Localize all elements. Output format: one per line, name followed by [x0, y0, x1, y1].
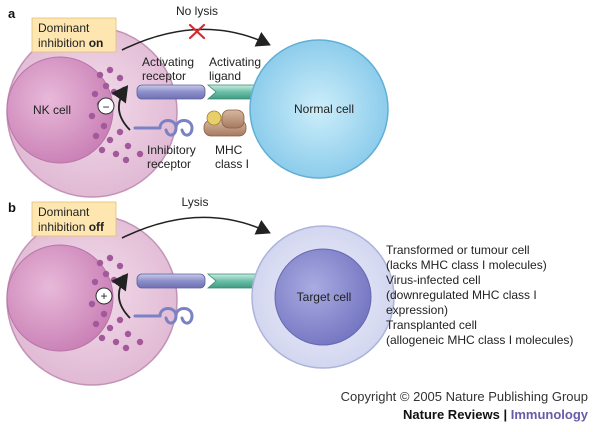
signal-arc-a: [111, 85, 131, 131]
panel-b: b + Target cell Lysis Dominant inhibitio…: [6, 195, 573, 386]
lysis-label: Lysis: [182, 195, 209, 209]
plus-sign: +: [100, 289, 107, 303]
inhibitory-receptor-label-1: Inhibitory: [147, 143, 196, 157]
note-3: (downregulated MHC class I: [386, 288, 537, 302]
brand-subject: Immunology: [510, 407, 588, 422]
activating-receptor-label-1: Activating: [142, 55, 194, 69]
dominant-inhibition-box-a: [31, 17, 117, 53]
activating-receptor: [136, 84, 206, 100]
activating-ligand-label-1: Activating: [209, 55, 261, 69]
dominant-a-line2: inhibition on: [38, 36, 103, 50]
dominant-a-state: on: [89, 36, 104, 50]
note-2: Virus-infected cell: [386, 273, 481, 287]
note-0: Transformed or tumour cell: [386, 243, 530, 257]
mhc-label-1: MHC: [215, 143, 243, 157]
note-4: expression): [386, 303, 448, 317]
mhc-class-i: [203, 109, 247, 137]
minus-sign: −: [102, 100, 109, 114]
nk-nucleus-b: [6, 244, 114, 352]
dominant-a-prefix: inhibition: [38, 36, 89, 50]
dominant-inhibition-box-b: [31, 201, 117, 237]
activation-sign-b: [95, 287, 113, 305]
note-6: (allogeneic MHC class I molecules): [386, 333, 573, 347]
inhibitory-receptor: [133, 119, 194, 137]
panel-b-label: b: [8, 200, 16, 215]
dominant-b-line1: Dominant: [38, 205, 90, 219]
lysis-arrow-b: [121, 216, 271, 239]
signal-arc-b: [111, 273, 131, 319]
activating-receptor-label-2: receptor: [142, 69, 186, 83]
panel-a-label: a: [8, 6, 16, 21]
copyright: Copyright © 2005 Nature Publishing Group: [340, 389, 588, 404]
nk-cell-label: NK cell: [33, 103, 71, 117]
dominant-b-line2: inhibition off: [38, 220, 105, 234]
dominant-b-state: off: [89, 220, 105, 234]
target-cell-label: Target cell: [297, 290, 352, 304]
dominant-a-line1: Dominant: [38, 21, 90, 35]
activating-receptor-b: [136, 273, 206, 289]
no-lysis-label: No lysis: [176, 4, 218, 18]
no-lysis-cross-icon: [188, 23, 206, 40]
brand-separator: |: [499, 407, 511, 422]
target-cell-notes: Transformed or tumour cell (lacks MHC cl…: [386, 243, 573, 347]
dominant-b-prefix: inhibition: [38, 220, 89, 234]
note-1: (lacks MHC class I molecules): [386, 258, 547, 272]
note-5: Transplanted cell: [386, 318, 477, 332]
brand-journal: Nature Reviews: [403, 407, 500, 422]
normal-cell-label: Normal cell: [294, 102, 354, 116]
normal-cell: [249, 39, 389, 179]
inhibition-sign-a: [97, 97, 115, 115]
inhibitory-receptor-b: [133, 307, 194, 325]
target-nucleus: [274, 248, 372, 346]
mhc-label-2: class I: [215, 157, 249, 171]
journal-brand: Nature Reviews | Immunology: [403, 407, 588, 422]
panel-a: a NK cell − Normal: [6, 4, 389, 198]
activating-ligand-label-2: ligand: [209, 69, 241, 83]
inhibitory-receptor-label-2: receptor: [147, 157, 191, 171]
